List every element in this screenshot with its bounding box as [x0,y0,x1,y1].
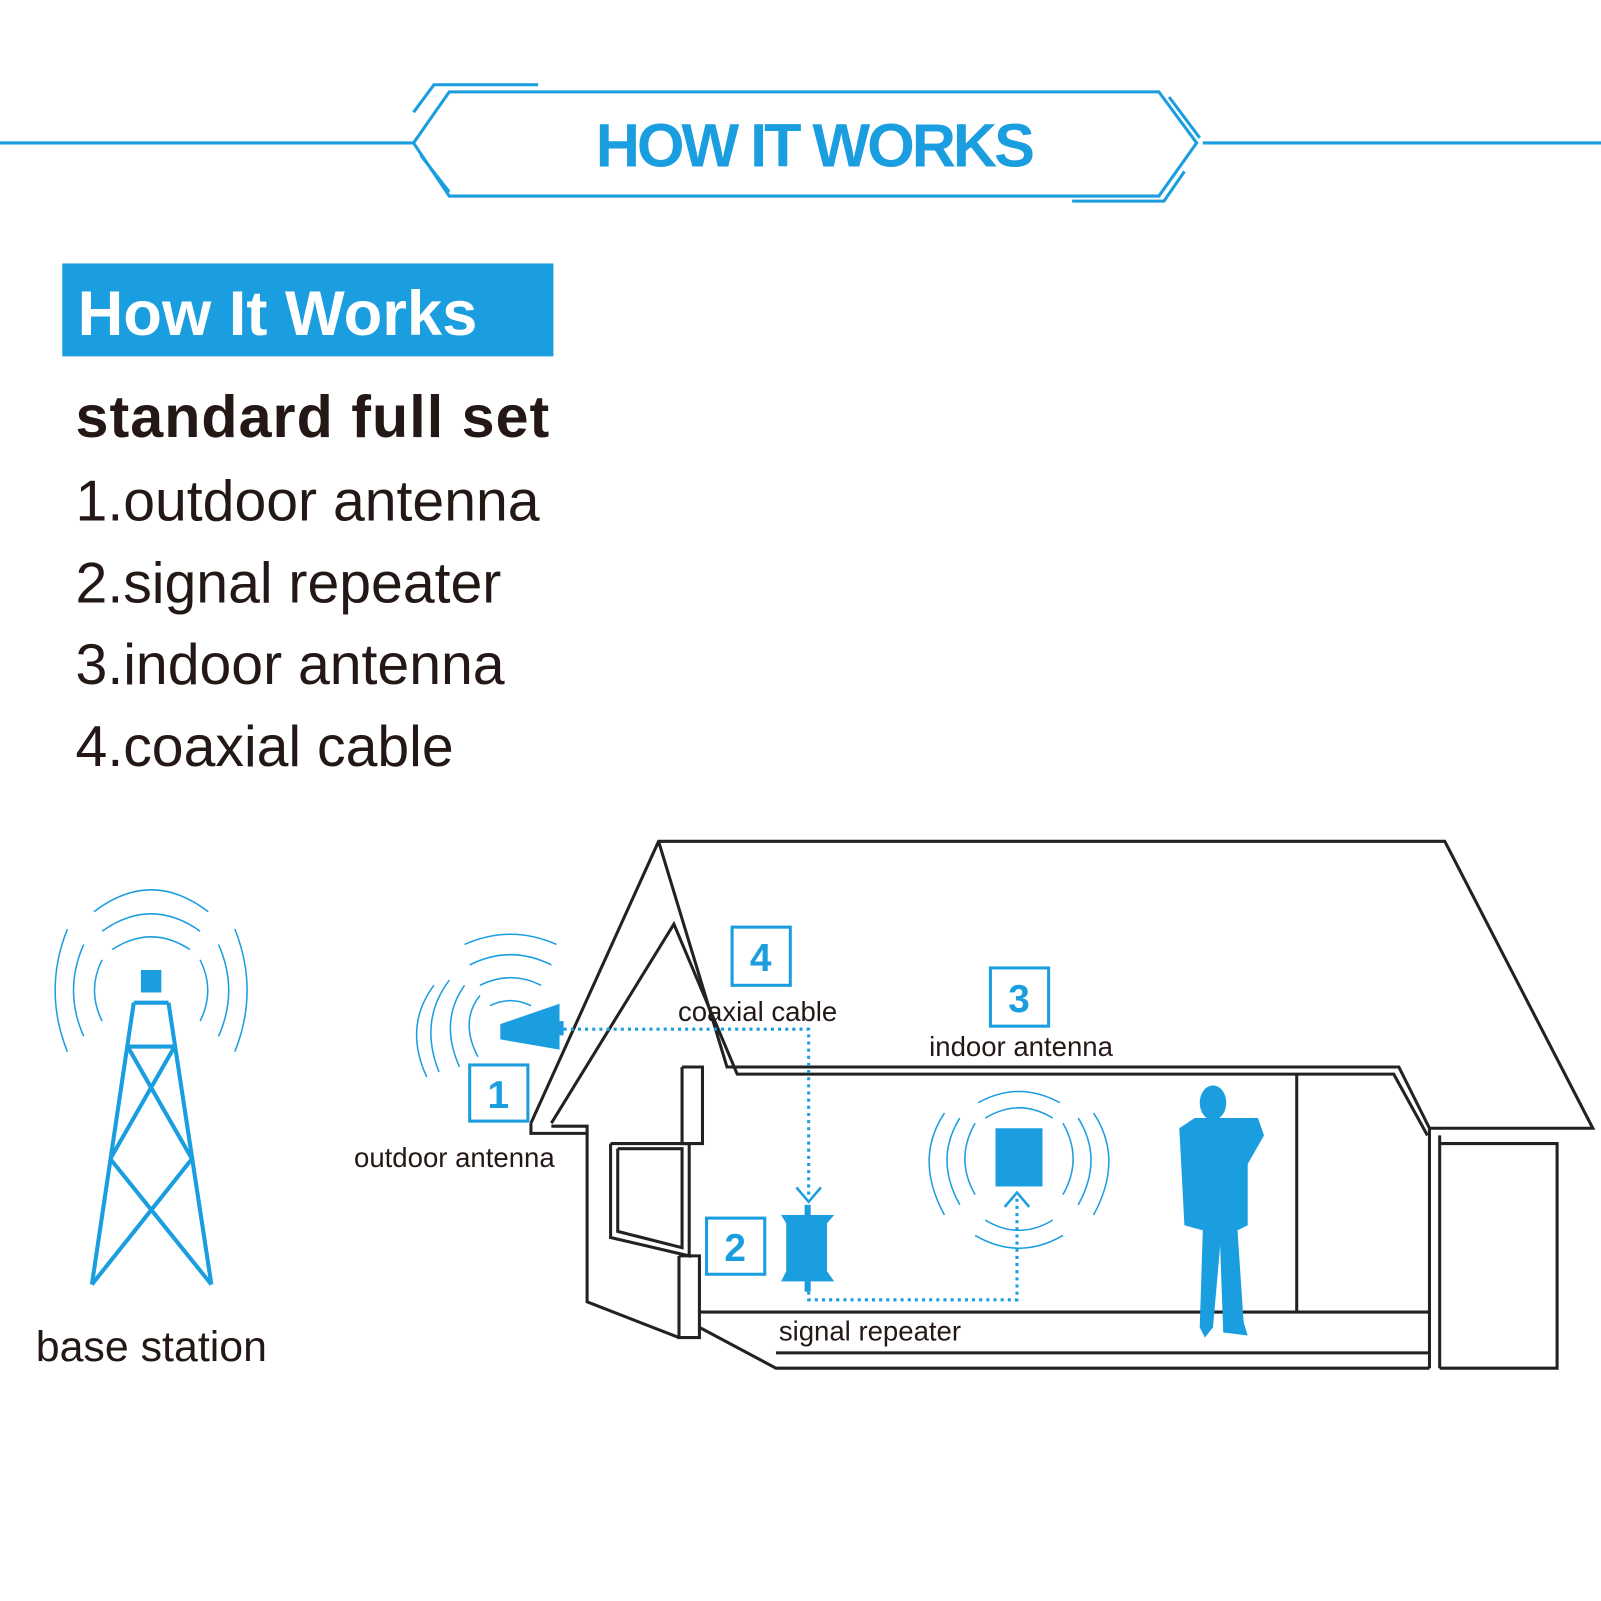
callout-3: 3 indoor antenna [929,966,1114,1062]
house-outline [529,839,1596,1370]
callout-label: outdoor antenna [354,1142,555,1173]
callout-4: 4 coaxial cable [678,925,837,1027]
section-subtitle: standard full set [76,383,551,450]
callout-1: 1 outdoor antenna [354,1063,555,1173]
list-item: 1.outdoor antenna [76,470,540,534]
callout-label: signal repeater [779,1316,961,1347]
person-on-phone-icon [1179,1085,1265,1338]
list-item: 3.indoor antenna [76,633,505,697]
callout-number: 4 [750,937,772,980]
outdoor-antenna-icon [415,933,564,1078]
callout-number: 3 [1008,978,1030,1021]
callout-number: 1 [487,1074,509,1117]
base-station-tower-icon [54,889,248,1286]
list-item: 4.coaxial cable [76,715,454,779]
header-banner: HOW IT WORKS [0,83,1601,203]
callout-2: 2 signal repeater [705,1216,961,1347]
callout-number: 2 [724,1227,746,1270]
base-station-label: base station [36,1323,267,1371]
coaxial-cable-line [563,1027,1031,1302]
callout-label: coaxial cable [678,996,837,1027]
section-badge-text: How It Works [78,279,478,349]
banner-title: HOW IT WORKS [596,111,1033,179]
callout-label: indoor antenna [929,1031,1113,1062]
signal-repeater-icon [781,1204,835,1292]
list-item: 2.signal repeater [76,551,502,615]
indoor-antenna-icon [928,1090,1110,1249]
section-badge [62,263,554,357]
